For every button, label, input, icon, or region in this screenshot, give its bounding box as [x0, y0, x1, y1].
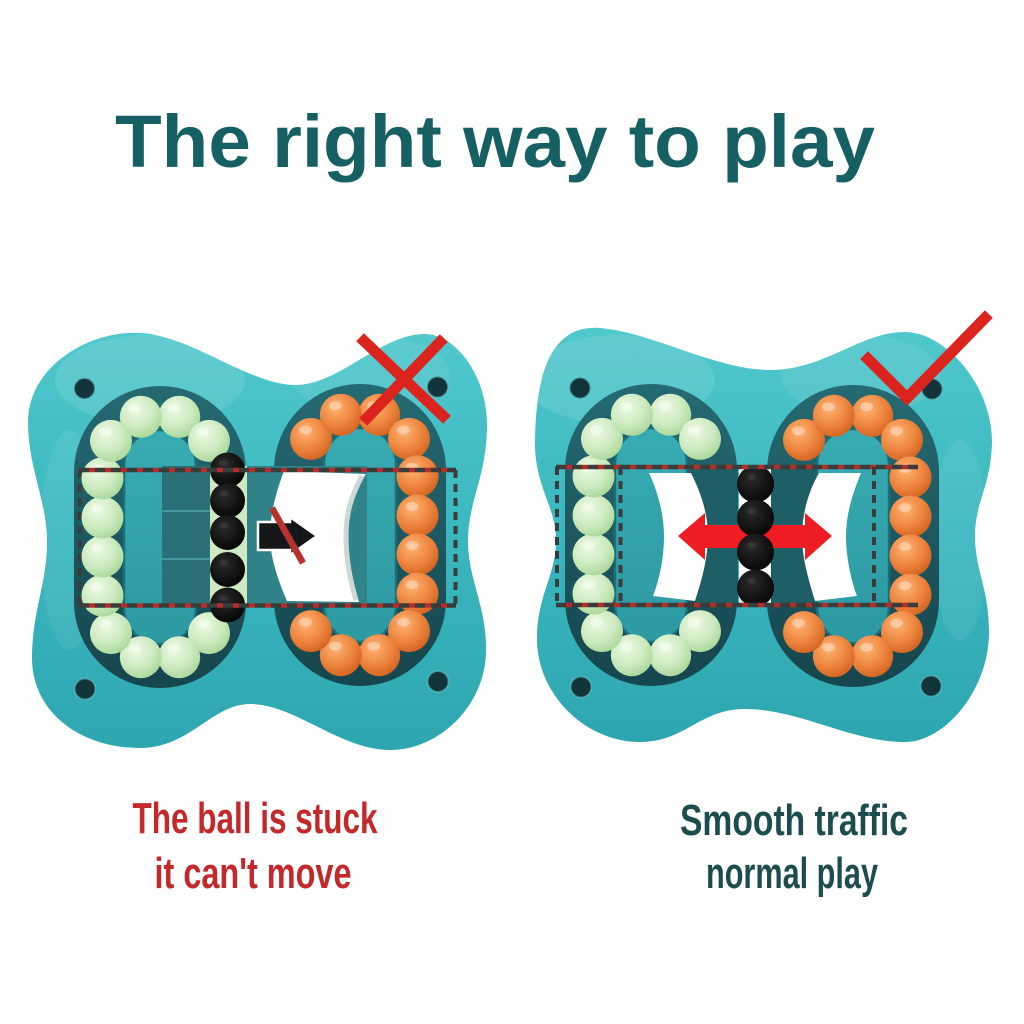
- svg-text:it can't move: it can't move: [155, 849, 352, 898]
- svg-text:The right way to play: The right way to play: [115, 100, 875, 183]
- svg-text:Smooth traffic: Smooth traffic: [680, 796, 908, 845]
- svg-text:normal play: normal play: [706, 849, 878, 898]
- svg-text:The ball is stuck: The ball is stuck: [133, 794, 378, 843]
